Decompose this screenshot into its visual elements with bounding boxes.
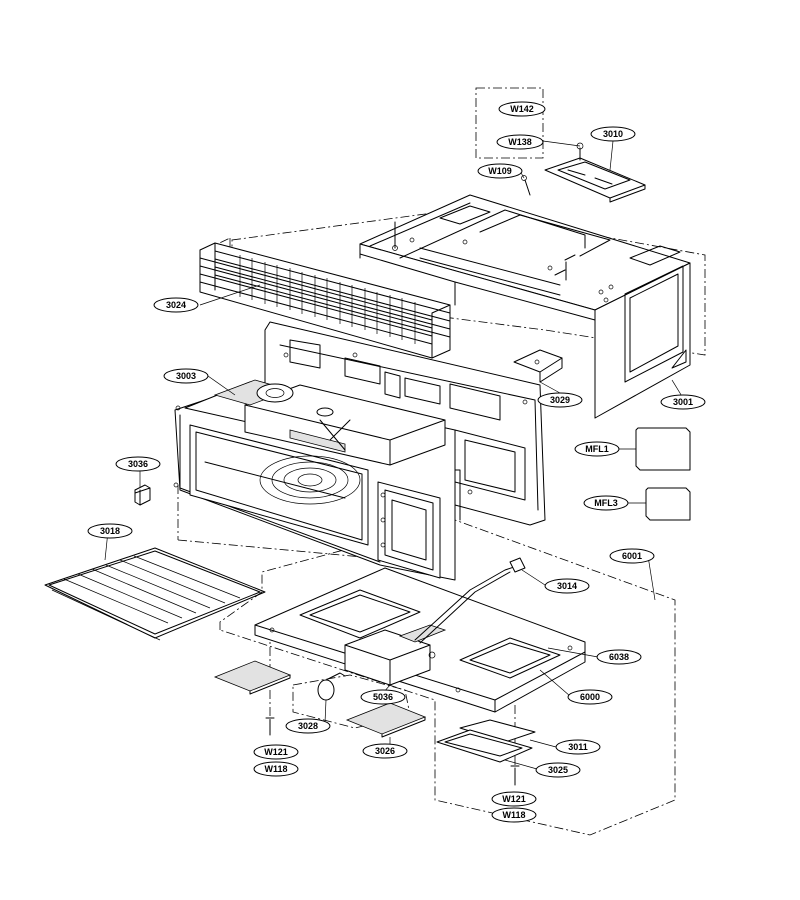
callout-6001: 6001 <box>609 548 655 564</box>
svg-text:3024: 3024 <box>166 300 186 310</box>
callout-w138: W138 <box>496 134 544 150</box>
callout-3029: 3029 <box>537 392 583 408</box>
callout-w142: W142 <box>498 101 546 117</box>
svg-text:W118: W118 <box>264 764 287 774</box>
mfl-cards <box>635 427 691 521</box>
svg-text:6001: 6001 <box>622 551 642 561</box>
svg-text:MFL3: MFL3 <box>594 498 618 508</box>
svg-text:6000: 6000 <box>580 692 600 702</box>
svg-text:W121: W121 <box>264 747 288 757</box>
svg-text:3001: 3001 <box>673 397 693 407</box>
svg-text:3014: 3014 <box>557 581 577 591</box>
bracket-3010 <box>521 142 646 203</box>
svg-text:3010: 3010 <box>603 129 623 139</box>
filters-and-lamp <box>213 660 520 786</box>
callout-ovals: W142 W138 3010 W109 3024 3003 3029 3001 … <box>87 101 706 823</box>
cavity-3003 <box>173 321 546 581</box>
svg-text:3036: 3036 <box>128 459 148 469</box>
latch-3036 <box>134 484 151 506</box>
svg-text:W109: W109 <box>488 166 512 176</box>
svg-text:W138: W138 <box>508 137 532 147</box>
callout-3001: 3001 <box>660 394 706 410</box>
svg-text:3025: 3025 <box>548 765 568 775</box>
callout-6000: 6000 <box>567 689 613 705</box>
cover-3011-3025 <box>436 719 536 763</box>
callout-3003: 3003 <box>163 368 209 384</box>
callout-w121-left: W121 <box>253 744 299 760</box>
callout-mfl1: MFL1 <box>574 441 620 457</box>
svg-text:3029: 3029 <box>550 395 570 405</box>
callout-3026: 3026 <box>362 743 408 759</box>
callout-3018: 3018 <box>87 523 133 539</box>
callout-mfl3: MFL3 <box>583 495 629 511</box>
outer-case-3001 <box>359 194 691 419</box>
callout-3036: 3036 <box>115 456 161 472</box>
callout-3024: 3024 <box>153 297 199 313</box>
callout-6038: 6038 <box>596 649 642 665</box>
svg-text:6038: 6038 <box>609 652 629 662</box>
callout-3025: 3025 <box>535 762 581 778</box>
svg-text:W118: W118 <box>502 810 525 820</box>
vent-grille-3024 <box>199 242 451 359</box>
svg-text:MFL1: MFL1 <box>585 444 609 454</box>
oven-rack-3018 <box>44 547 266 641</box>
svg-text:3018: 3018 <box>100 526 120 536</box>
svg-text:3026: 3026 <box>375 746 395 756</box>
svg-text:3011: 3011 <box>568 742 588 752</box>
bottom-plate-6000 <box>254 557 586 713</box>
callout-w118-left: W118 <box>253 761 299 777</box>
callout-3011: 3011 <box>555 739 601 755</box>
callout-3014: 3014 <box>544 578 590 594</box>
svg-text:W142: W142 <box>510 104 534 114</box>
bracket-3029 <box>513 349 563 394</box>
svg-text:5036: 5036 <box>373 692 393 702</box>
callout-3010: 3010 <box>590 126 636 142</box>
callout-w121-right: W121 <box>491 791 537 807</box>
callout-w109: W109 <box>477 163 523 179</box>
callout-3028: 3028 <box>285 718 331 734</box>
svg-text:3003: 3003 <box>176 371 196 381</box>
callout-5036: 5036 <box>360 689 406 705</box>
svg-text:W121: W121 <box>502 794 526 804</box>
svg-text:3028: 3028 <box>298 721 318 731</box>
callout-w118-right: W118 <box>491 807 537 823</box>
